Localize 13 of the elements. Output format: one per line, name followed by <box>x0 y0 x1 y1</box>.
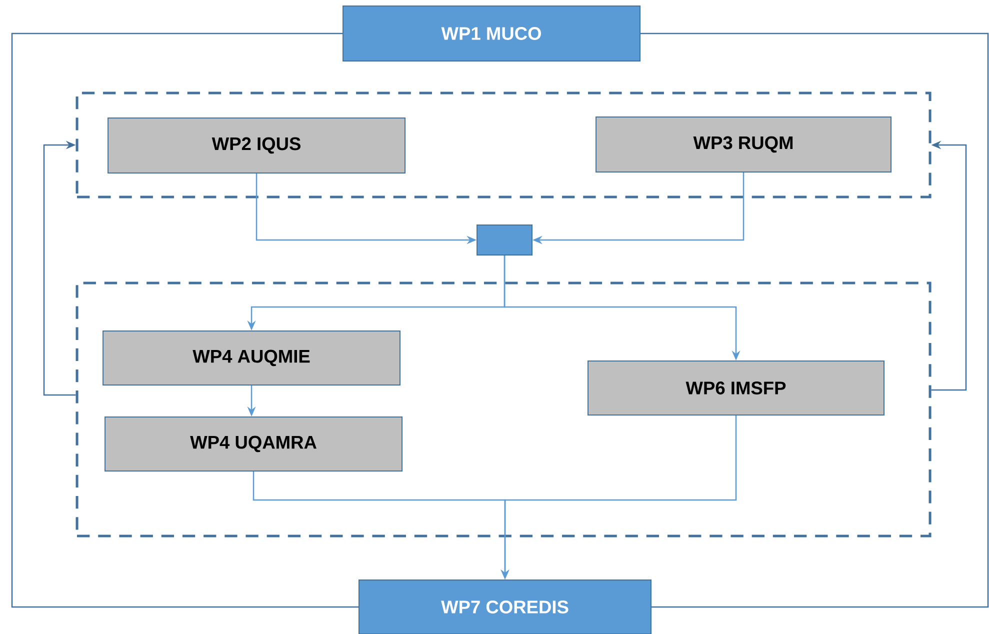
work-package-box: WP1 MUCO <box>342 5 641 62</box>
work-package-box: WP4 UQAMRA <box>104 416 403 472</box>
work-package-box: WP4 AUQMIE <box>102 330 401 386</box>
connector-line <box>640 32 989 608</box>
dashed-group-frame <box>76 282 932 538</box>
dashed-group-frame <box>76 92 932 198</box>
connector-line <box>11 32 358 608</box>
work-package-box: WP7 COREDIS <box>358 580 652 634</box>
work-package-box: WP3 RUQM <box>596 116 892 172</box>
junction-box <box>476 224 533 256</box>
work-package-box: WP6 IMSFP <box>588 360 884 416</box>
work-package-box: WP2 IQUS <box>108 117 406 174</box>
arrow <box>43 140 76 396</box>
